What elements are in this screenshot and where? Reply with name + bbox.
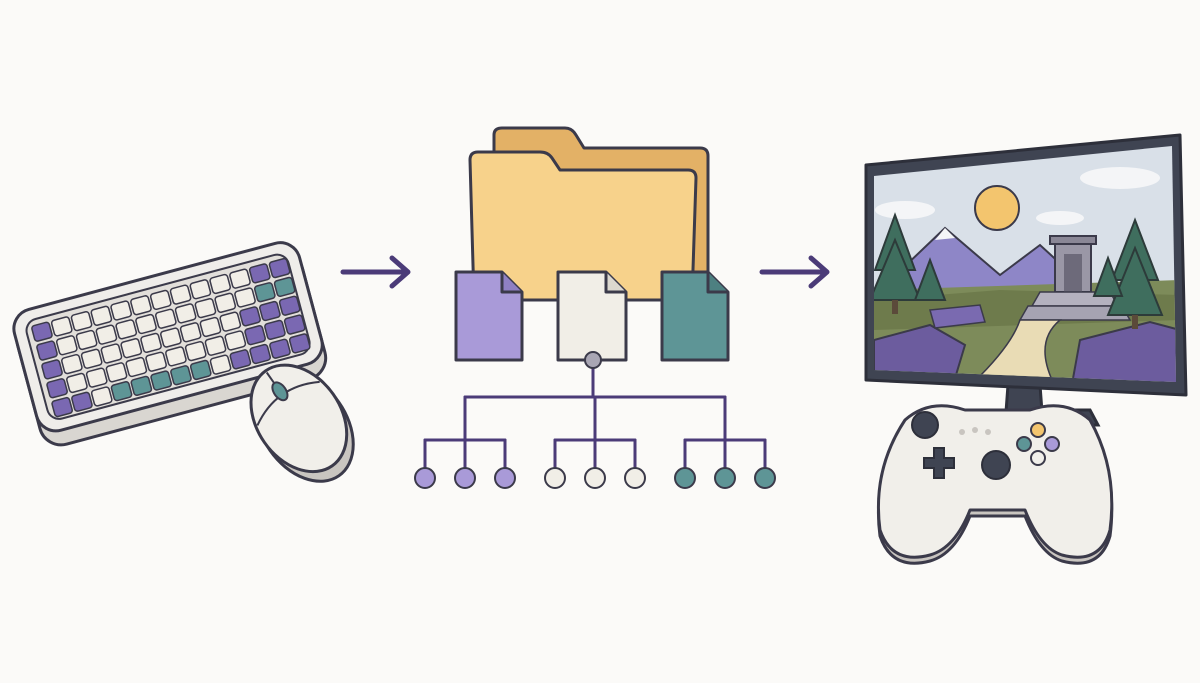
keyboard-key: [70, 310, 93, 332]
keyboard-key: [253, 282, 276, 303]
keyboard-key: [160, 327, 182, 348]
keyboard-key: [100, 343, 123, 364]
keyboard-key: [105, 362, 128, 383]
tree-leaf-node: [584, 467, 606, 489]
keyboard-key: [36, 340, 58, 361]
keyboard-key: [130, 295, 152, 316]
keyboard-key: [110, 300, 133, 321]
keyboard-key: [41, 359, 63, 380]
keyboard-key: [204, 335, 227, 356]
tree-leaf-node: [544, 467, 566, 489]
keyboard-key: [229, 349, 252, 370]
keyboard-key: [135, 313, 157, 335]
game-scene-image: [874, 146, 1176, 382]
keyboard-key: [115, 319, 138, 340]
keyboard-key: [234, 287, 256, 308]
keyboard-key: [85, 367, 108, 388]
keyboard-key: [264, 319, 286, 341]
document-icon-cream: [556, 270, 628, 362]
keyboard-key: [174, 303, 197, 324]
keyboard-key: [154, 308, 177, 329]
keyboard-key: [249, 343, 272, 365]
keyboard-key: [259, 300, 281, 322]
keyboard-key: [179, 322, 202, 343]
keyboard-key: [110, 381, 133, 402]
keyboard-key: [55, 335, 78, 356]
keyboard-key: [248, 263, 271, 284]
monitor-icon: [864, 133, 1188, 427]
tree-leaf-node: [754, 467, 776, 489]
keyboard-key: [75, 329, 98, 351]
keyboard-icon: [12, 241, 328, 447]
keyboard-key: [150, 370, 172, 391]
gamepad-icon: [876, 404, 1114, 565]
keyboard-key: [165, 346, 187, 367]
keyboard-key: [189, 359, 212, 381]
hierarchy-tree: [414, 351, 776, 489]
arrow-icon-input-to-files: [340, 255, 411, 289]
keyboard-key: [130, 375, 153, 396]
document-icon-purple: [454, 270, 524, 362]
keyboard-key: [278, 295, 301, 316]
keyboard-key: [209, 273, 232, 295]
keyboard-key: [140, 332, 162, 354]
keyboard-key: [273, 276, 296, 298]
keyboard-key: [90, 386, 113, 407]
tree-root-node: [584, 351, 602, 369]
keyboard-key: [239, 306, 261, 327]
keyboard-key: [229, 268, 251, 289]
tree-leaf-node: [624, 467, 646, 489]
keyboard-key: [219, 311, 242, 332]
arrow-icon-files-to-output: [759, 255, 830, 289]
keyboard-key: [170, 365, 192, 386]
keyboard-key: [184, 340, 207, 362]
keyboard-key: [244, 325, 266, 346]
keyboard-key: [189, 279, 212, 300]
keyboard-key: [269, 338, 291, 359]
tree-leaf-node: [414, 467, 436, 489]
keyboard-key: [145, 351, 167, 372]
keyboard-key: [66, 372, 88, 394]
keyboard-key: [80, 348, 103, 369]
keyboard-key: [214, 292, 237, 313]
keyboard-key: [283, 314, 306, 335]
keyboard-key: [288, 333, 311, 354]
keyboard-key: [90, 305, 113, 326]
tree-leaf-node: [494, 467, 516, 489]
keyboard-key: [120, 338, 143, 359]
keyboard-key: [125, 356, 148, 378]
document-icon-teal: [660, 270, 730, 362]
keyboard-key: [169, 284, 192, 305]
tree-leaf-node: [714, 467, 736, 489]
keyboard-key: [199, 316, 222, 338]
keyboard-key: [95, 324, 118, 345]
keyboard-key: [194, 297, 217, 319]
keyboard-key: [71, 391, 93, 412]
keyboard-key: [149, 289, 172, 311]
keyboard-key: [224, 330, 247, 351]
tree-leaf-node: [674, 467, 696, 489]
folder-icon: [468, 126, 710, 302]
keyboard-key: [209, 354, 232, 375]
keyboard-key: [268, 257, 291, 279]
keyboard-key: [50, 316, 73, 337]
keyboard-key: [51, 396, 73, 418]
mouse-icon: [249, 363, 355, 483]
keyboard-key: [46, 378, 68, 399]
tree-leaf-node: [454, 467, 476, 489]
keyboard-key: [31, 321, 53, 342]
keyboard-key: [61, 353, 83, 375]
